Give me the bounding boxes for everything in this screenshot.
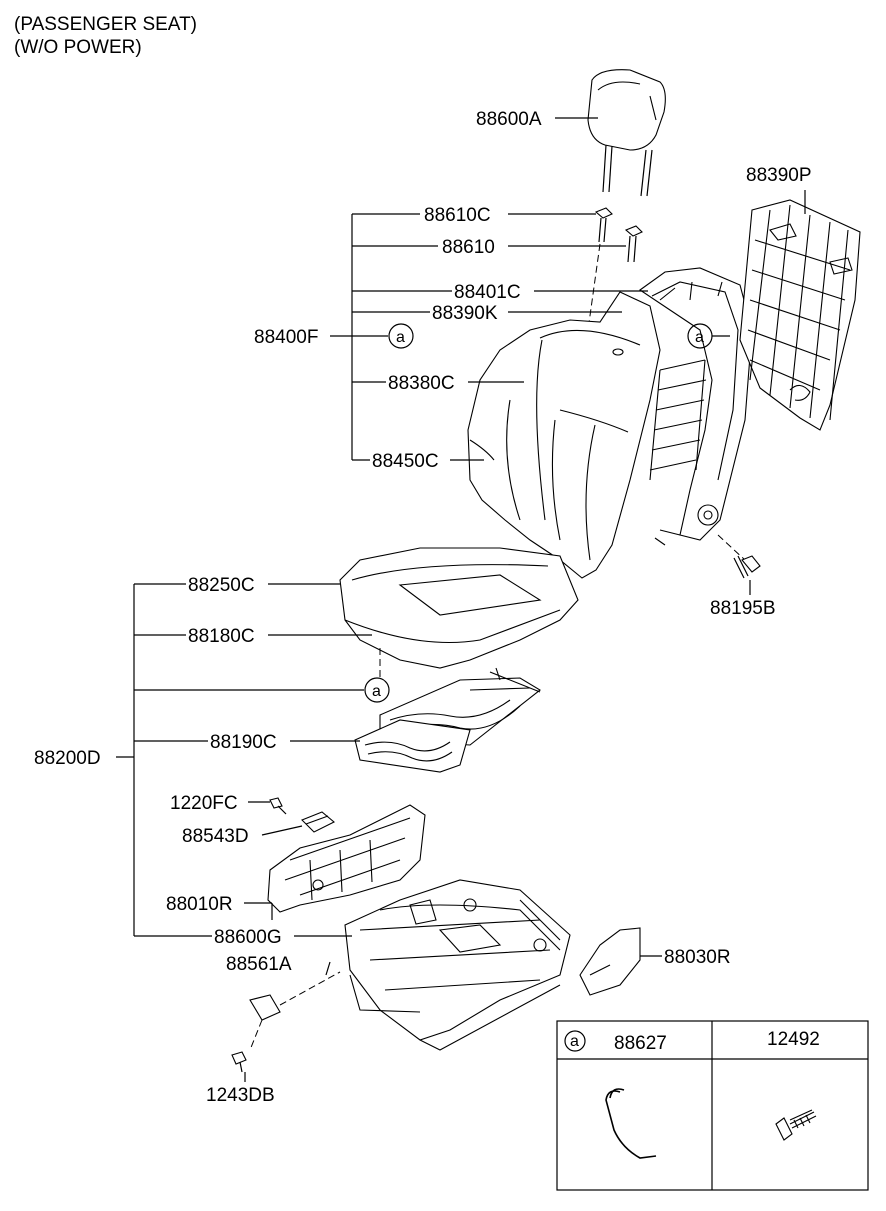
wire-clip-icon	[605, 1090, 657, 1159]
headrest-drawing	[587, 69, 666, 197]
back-frame-drawing	[639, 267, 753, 561]
label-88561a: 88561A	[226, 954, 292, 975]
legend-table: a 88627 12492	[556, 1020, 869, 1191]
label-88195b: 88195B	[710, 598, 776, 619]
side-cover-drawing	[579, 927, 641, 996]
label-88450c: 88450C	[372, 451, 439, 472]
label-88610c: 88610C	[424, 205, 491, 226]
side-shield-drawing	[267, 797, 426, 913]
bolt-88195b-drawing	[733, 555, 761, 579]
leader-lines	[116, 117, 806, 1082]
callout-circle-2: a	[687, 323, 713, 349]
part-labels: 88600A 88390P 88610C 88610 88401C 88390K…	[34, 109, 812, 1106]
legend-marker: a	[570, 1033, 579, 1050]
headrest-guide-drawing	[587, 207, 643, 331]
label-88010r: 88010R	[166, 894, 233, 915]
svg-text:a: a	[396, 329, 405, 346]
label-88180c: 88180C	[188, 626, 255, 647]
heater-mat-drawing	[354, 667, 541, 773]
callout-circle-1: a	[388, 323, 414, 349]
svg-text:a: a	[372, 683, 381, 700]
callout-circle-3: a	[364, 677, 390, 703]
legend-col2-part: 12492	[767, 1029, 820, 1050]
label-88380c: 88380C	[388, 373, 455, 394]
svg-text:a: a	[695, 329, 704, 346]
label-88190c: 88190C	[210, 732, 277, 753]
front-cover-drawing	[231, 994, 281, 1073]
label-88401c: 88401C	[454, 282, 521, 303]
back-cover-drawing	[467, 291, 661, 579]
back-board-drawing	[739, 199, 861, 431]
label-1243db: 1243DB	[206, 1085, 275, 1106]
label-88600a: 88600A	[476, 109, 542, 130]
screw-icon	[775, 1109, 817, 1141]
label-88600g: 88600G	[214, 927, 282, 948]
label-88543d: 88543D	[182, 826, 249, 847]
legend-col1-part: 88627	[614, 1033, 667, 1054]
diagram-title-line2: (W/O POWER)	[14, 37, 142, 58]
label-88400f: 88400F	[254, 327, 318, 348]
label-88390p: 88390P	[746, 165, 812, 186]
label-88250c: 88250C	[188, 575, 255, 596]
label-88390k: 88390K	[432, 303, 498, 324]
label-1220fc: 1220FC	[170, 793, 238, 814]
seat-cushion-drawing	[339, 547, 579, 680]
seat-frame-drawing	[279, 879, 571, 1051]
label-88030r: 88030R	[664, 947, 731, 968]
label-88200d: 88200D	[34, 748, 101, 769]
diagram-title-line1: (PASSENGER SEAT)	[14, 14, 197, 35]
label-88610: 88610	[442, 237, 495, 258]
